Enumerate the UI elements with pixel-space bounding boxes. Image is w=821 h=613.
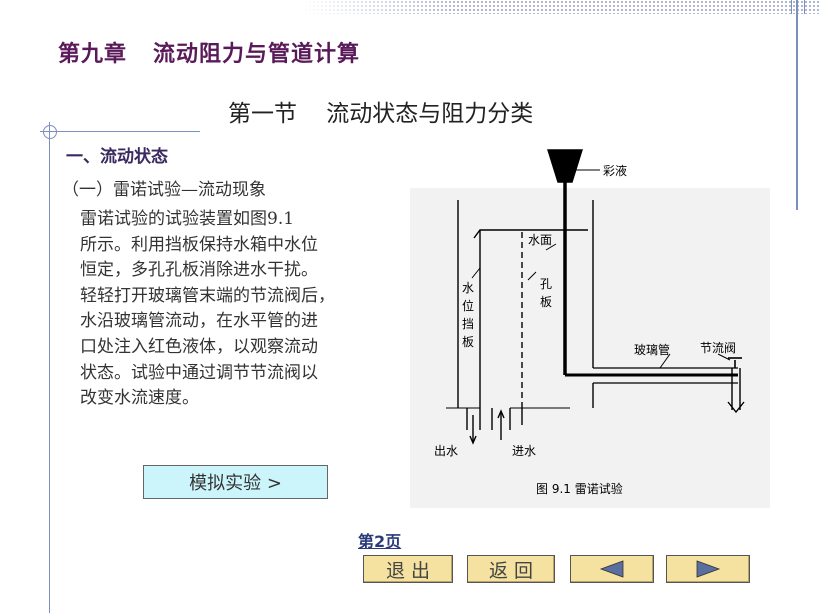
label-water-surface: 水面 bbox=[528, 233, 552, 247]
label-orifice-2: 板 bbox=[540, 295, 552, 309]
label-glass-tube: 玻璃管 bbox=[634, 342, 670, 357]
left-decorative-circle bbox=[43, 125, 57, 139]
body-line: 水沿玻璃管流动，在水平管的进 bbox=[80, 311, 318, 332]
previous-page-button[interactable] bbox=[570, 555, 654, 583]
label-dye: 彩液 bbox=[603, 163, 627, 178]
page-number: 第2页 bbox=[358, 532, 402, 551]
subheading-flow-state: 一、流动状态 bbox=[66, 147, 168, 167]
dye-funnel bbox=[547, 149, 583, 183]
label-baffle-4: 板 bbox=[462, 335, 474, 349]
label-water-in: 进水 bbox=[512, 444, 536, 458]
right-decorative-cap bbox=[791, 0, 805, 14]
figure-caption: 图 9.1 雷诺试验 bbox=[536, 481, 623, 496]
label-orifice-1: 孔 bbox=[540, 277, 552, 291]
label-water-out: 出水 bbox=[434, 444, 458, 458]
label-baffle-1: 水 bbox=[462, 281, 474, 295]
chapter-title: 第九章 流动阻力与管道计算 bbox=[58, 42, 360, 67]
body-line: 雷诺试验的试验装置如图9.1 bbox=[80, 209, 295, 229]
body-line: 改变水流速度。 bbox=[80, 388, 199, 409]
body-paragraph: 雷诺试验的试验装置如图9.1 所示。利用挡板保持水箱中水位 恒定，多孔孔板消除进… bbox=[80, 207, 422, 412]
triangle-right-icon bbox=[696, 560, 721, 578]
top-decorative-band bbox=[300, 0, 821, 14]
left-decorative-vline bbox=[49, 122, 50, 613]
simulate-experiment-button[interactable]: 模拟实验 > bbox=[143, 465, 328, 499]
triangle-left-icon bbox=[599, 560, 624, 578]
reynolds-apparatus-figure: 彩液 水面 孔 板 水 位 挡 板 玻璃管 节流阀 出水 进水 图 9.1 雷诺… bbox=[434, 149, 745, 496]
body-line: 口处注入红色液体，以观察流动 bbox=[80, 336, 318, 357]
label-baffle-2: 位 bbox=[462, 298, 474, 313]
right-decorative-line bbox=[796, 0, 798, 210]
exit-button[interactable]: 退 出 bbox=[363, 555, 453, 583]
next-page-button[interactable] bbox=[666, 555, 750, 583]
figure-background bbox=[410, 140, 770, 510]
body-line: 所示。利用挡板保持水箱中水位 bbox=[80, 234, 318, 255]
body-line: 轻轻打开玻璃管末端的节流阀后， bbox=[80, 285, 335, 306]
label-baffle-3: 挡 bbox=[462, 317, 474, 331]
body-line: 恒定，多孔孔板消除进水干扰。 bbox=[80, 260, 318, 281]
left-decorative-hline bbox=[40, 131, 200, 132]
label-throttle-valve: 节流阀 bbox=[700, 341, 736, 355]
outlet-arrow bbox=[727, 401, 745, 414]
body-line: 状态。试验中通过调节节流阀以 bbox=[80, 362, 318, 383]
back-button[interactable]: 返 回 bbox=[467, 555, 555, 583]
section-title: 第一节 流动状态与阻力分类 bbox=[228, 101, 534, 127]
subheading-reynolds-test: （一）雷诺试验—流动现象 bbox=[62, 180, 266, 200]
